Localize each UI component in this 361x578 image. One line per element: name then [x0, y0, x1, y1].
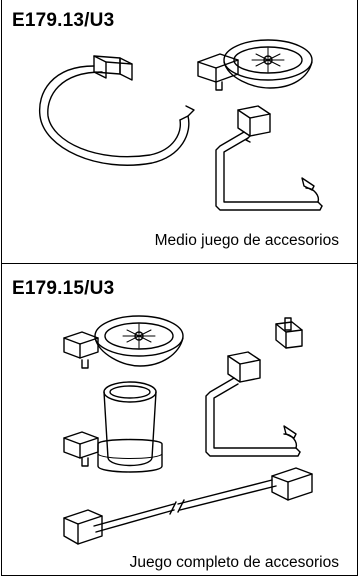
product-code: E179.13/U3: [12, 10, 115, 31]
set-caption: Medio juego de accesorios: [154, 232, 339, 249]
toilet-paper-holder-icon: [205, 351, 301, 457]
towel-ring-icon: [38, 55, 195, 166]
robe-hook-icon: [275, 317, 303, 349]
section-half-set: E179.13/U3: [2, 0, 357, 263]
product-code: E179.15/U3: [12, 278, 115, 299]
soap-dish-icon: [197, 39, 313, 91]
section-divider: [2, 263, 357, 264]
toilet-paper-holder-icon: [215, 105, 323, 211]
towel-bar-icon: [63, 467, 313, 545]
set-caption: Juego completo de accesorios: [129, 554, 339, 571]
half-set-illustration: [38, 39, 323, 211]
full-set-illustration: [63, 315, 313, 545]
soap-dish-icon: [63, 315, 184, 369]
tumbler-holder-icon: [63, 381, 163, 473]
section-full-set: E179.15/U3: [2, 264, 357, 576]
